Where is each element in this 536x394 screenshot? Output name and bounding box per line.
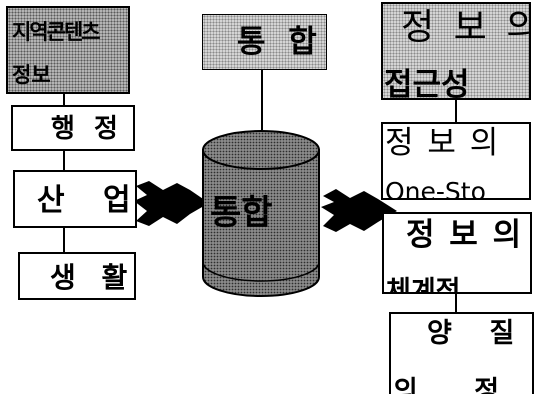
left-zigzag-arrow (134, 181, 209, 226)
connector-right-low (455, 293, 457, 313)
regional-content-box: 지역콘텐츠 정보 (6, 6, 130, 94)
industry-label: 산 업 (37, 183, 137, 218)
database-top (202, 130, 320, 170)
right-zigzag-arrow (321, 189, 397, 232)
database-band (202, 261, 320, 282)
admin-box: 행 정 (11, 105, 135, 151)
info-access-label-1: 정 보 의 (401, 7, 531, 48)
admin-label: 행 정 (51, 114, 123, 144)
info-access-box: 정 보 의 접근성 (381, 2, 531, 100)
connector-right-top (455, 100, 457, 122)
regional-content-label: 지역콘텐츠 (12, 20, 101, 44)
info-access-label-2: 접근성 (384, 67, 470, 100)
info-system-label-1: 정 보 의 (406, 217, 524, 253)
quality-info-box: 양 질 의 정 (389, 312, 534, 394)
connector-left-top (63, 93, 65, 106)
quality-info-label-1: 양 질 (427, 318, 515, 349)
database-body (202, 149, 320, 297)
info-onestop-box: 정 보 의 One-Sto (381, 122, 531, 200)
connector-left-mid (63, 150, 65, 170)
life-box: 생 활 (18, 252, 136, 300)
integration-label: 통 합 (237, 24, 323, 60)
regional-info-label: 정보 (12, 63, 51, 87)
info-system-label-2: 체계적 (386, 276, 461, 294)
quality-info-label-2: 의 정 (393, 376, 500, 394)
info-onestop-label-2: One-Sto (385, 177, 486, 200)
info-system-box: 정 보 의 체계적 (382, 212, 532, 294)
integration-box: 통 합 (202, 14, 327, 70)
life-label: 생 활 (50, 261, 136, 294)
industry-box: 산 업 (13, 170, 137, 228)
database-label: 통합 (210, 193, 273, 233)
connector-left-low (63, 228, 65, 252)
info-onestop-label-1: 정 보 의 (385, 125, 501, 161)
connector-center (261, 68, 263, 130)
